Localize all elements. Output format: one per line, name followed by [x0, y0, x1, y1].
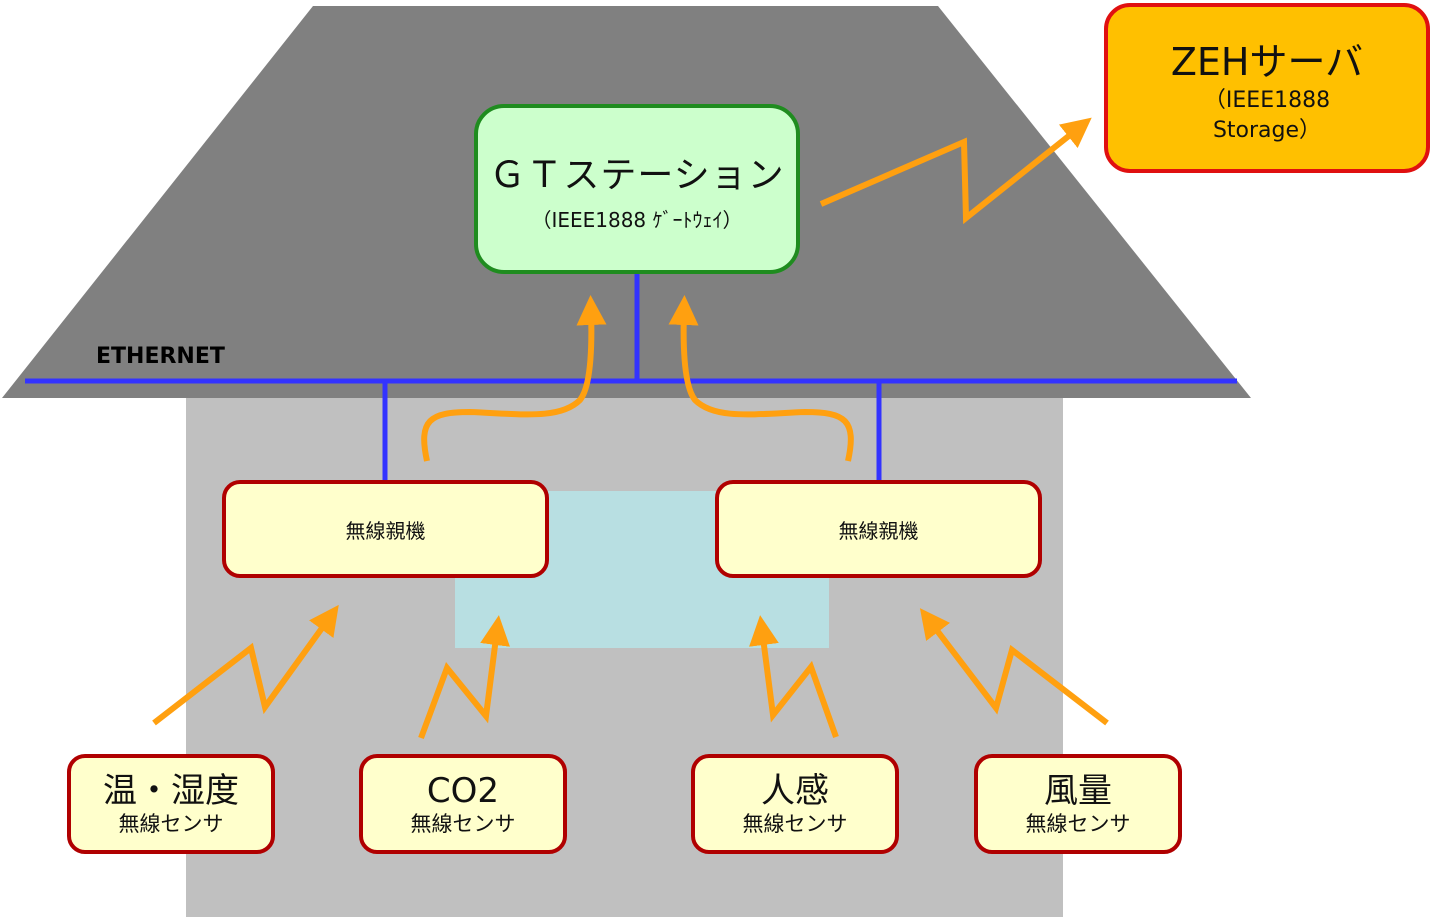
arrow-sensor-human	[749, 615, 839, 739]
house-body	[186, 396, 1063, 917]
sensor-human-presence: 人感 無線センサ	[691, 754, 899, 854]
ethernet-lines	[25, 274, 1237, 480]
sensor-type: 無線センサ	[410, 812, 516, 836]
ethernet-label: ETHERNET	[96, 344, 225, 369]
arrow-gateway-to-server	[819, 117, 1092, 225]
sensor-name: 風量	[1044, 771, 1112, 811]
sensor-temperature-humidity: 温・湿度 無線センサ	[67, 754, 275, 854]
gateway-title: ＧＴステーション	[489, 154, 785, 196]
sensor-airflow: 風量 無線センサ	[974, 754, 1182, 854]
gateway-node: ＧＴステーション （IEEE1888 ｹﾞｰﾄｳｪｲ）	[474, 104, 800, 274]
access-point-label: 無線親機	[838, 518, 919, 543]
arrow-sensor-wind	[919, 608, 1109, 726]
sensor-name: CO2	[426, 771, 500, 811]
arrow-ap-right-to-gateway	[668, 295, 854, 462]
sensor-co2: CO2 無線センサ	[359, 754, 567, 854]
server-subtitle-line1: （IEEE1888	[1203, 87, 1331, 113]
server-title: ZEHサーバ	[1170, 39, 1364, 84]
arrow-sensor-temp	[152, 604, 339, 726]
sensor-type: 無線センサ	[742, 812, 848, 836]
arrow-sensor-co2	[418, 615, 510, 740]
access-point-label: 無線親機	[345, 518, 426, 543]
sensor-type: 無線センサ	[1025, 812, 1131, 836]
sensor-type: 無線センサ	[118, 812, 224, 836]
server-subtitle-line2: Storage）	[1212, 117, 1322, 143]
sensor-name: 人感	[761, 771, 829, 811]
arrow-ap-left-to-gateway	[421, 295, 607, 462]
sensor-name: 温・湿度	[103, 771, 239, 811]
access-point-right: 無線親機	[715, 480, 1042, 578]
access-point-left: 無線親機	[222, 480, 549, 578]
server-node: ZEHサーバ （IEEE1888 Storage）	[1104, 3, 1430, 173]
gateway-subtitle: （IEEE1888 ｹﾞｰﾄｳｪｲ）	[531, 207, 743, 232]
